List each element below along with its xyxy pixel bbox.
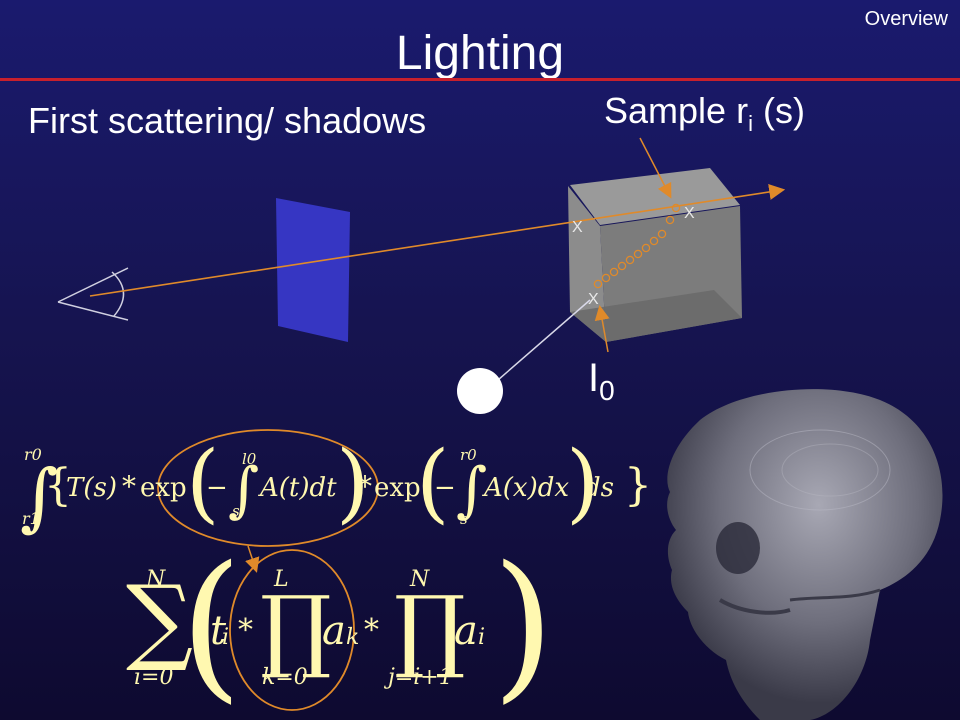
a-i-sub: i	[478, 625, 485, 650]
light-intensity-label: I0	[588, 356, 615, 407]
inner-lower-limit: s	[232, 502, 240, 520]
light-label-sub: 0	[599, 375, 615, 406]
a-k-sub: k	[346, 625, 359, 650]
sum-lower-limit: i=0	[134, 665, 173, 690]
outer-2-upper-limit: r0	[460, 446, 477, 464]
sample-arrow	[639, 137, 672, 199]
t-term: t	[210, 608, 227, 654]
a-k-term: a	[322, 608, 346, 654]
sum-sign: ∑	[126, 566, 193, 675]
slide-subtitle: First scattering/ shadows	[28, 100, 427, 141]
sum-upper-limit: N	[145, 567, 166, 592]
integral-upper-limit: r0	[24, 445, 42, 464]
star-2: *	[358, 470, 372, 503]
ds-term: ds	[584, 473, 614, 503]
marker-exit: X	[684, 205, 695, 222]
marker-entry: X	[572, 219, 583, 236]
product-term-ellipse	[229, 549, 355, 711]
outer-2-lower-limit: s	[460, 510, 468, 528]
outer-integral-sign: ∫	[20, 454, 59, 540]
overview-link[interactable]: Overview	[864, 8, 948, 30]
prod1-sign: ∏	[260, 577, 332, 682]
light-source	[457, 368, 503, 414]
prod2-upper-limit: N	[409, 567, 430, 592]
inner-upper-limit: l0	[242, 450, 257, 468]
image-plane	[276, 198, 350, 342]
minus-1: −	[206, 473, 228, 503]
sample-label-sub: i	[748, 111, 753, 137]
viewing-ray	[89, 184, 786, 297]
prod1-upper-limit: L	[273, 567, 289, 592]
star-4: *	[364, 613, 379, 648]
shadow-term-ellipse	[157, 429, 379, 547]
paren-close-2: )	[566, 433, 600, 533]
prod2-lower-limit: j=i+1	[383, 665, 453, 690]
absorption-t-term: A(t)dt	[258, 473, 337, 503]
exp-1: exp	[140, 473, 187, 503]
star-3: *	[238, 613, 253, 648]
prod1-lower-limit: k=0	[262, 665, 308, 690]
outer-integral-2-sign: ∫	[456, 455, 487, 525]
exp-2: exp	[374, 473, 421, 503]
a-i-term: a	[454, 608, 478, 654]
inner-integral-sign: ∫	[228, 455, 259, 525]
sample-label-suffix: (s)	[752, 90, 805, 131]
prod2-sign: ∏	[394, 577, 466, 682]
slide-title: Lighting	[395, 27, 565, 80]
integral-lower-limit: r1	[22, 509, 40, 528]
paren-close-3: )	[492, 531, 554, 718]
paren-open-2: (	[416, 433, 450, 533]
volume-box	[568, 168, 742, 342]
marker-sample: X	[588, 291, 599, 308]
skull-illustration	[667, 389, 943, 720]
eye-icon	[57, 267, 129, 321]
light-label-main: I	[588, 356, 600, 400]
paren-open-1: (	[186, 433, 220, 533]
t-sub: i	[222, 625, 229, 650]
i0-arrow	[594, 305, 610, 353]
close-brace: }	[624, 460, 652, 511]
absorption-x-term: A(x)dx	[482, 473, 569, 503]
paren-open-3: (	[180, 531, 242, 718]
title-divider	[0, 78, 960, 81]
light-ray	[497, 299, 591, 381]
sample-points	[593, 203, 681, 289]
open-brace: {	[44, 460, 72, 511]
sample-label-prefix: Sample r	[604, 90, 749, 131]
sample-label: Sample ri (s)	[604, 90, 805, 137]
star-1: *	[122, 470, 136, 503]
minus-2: −	[434, 473, 456, 503]
paren-close-1: )	[336, 433, 370, 533]
transmission-term: T(s)	[66, 473, 117, 503]
